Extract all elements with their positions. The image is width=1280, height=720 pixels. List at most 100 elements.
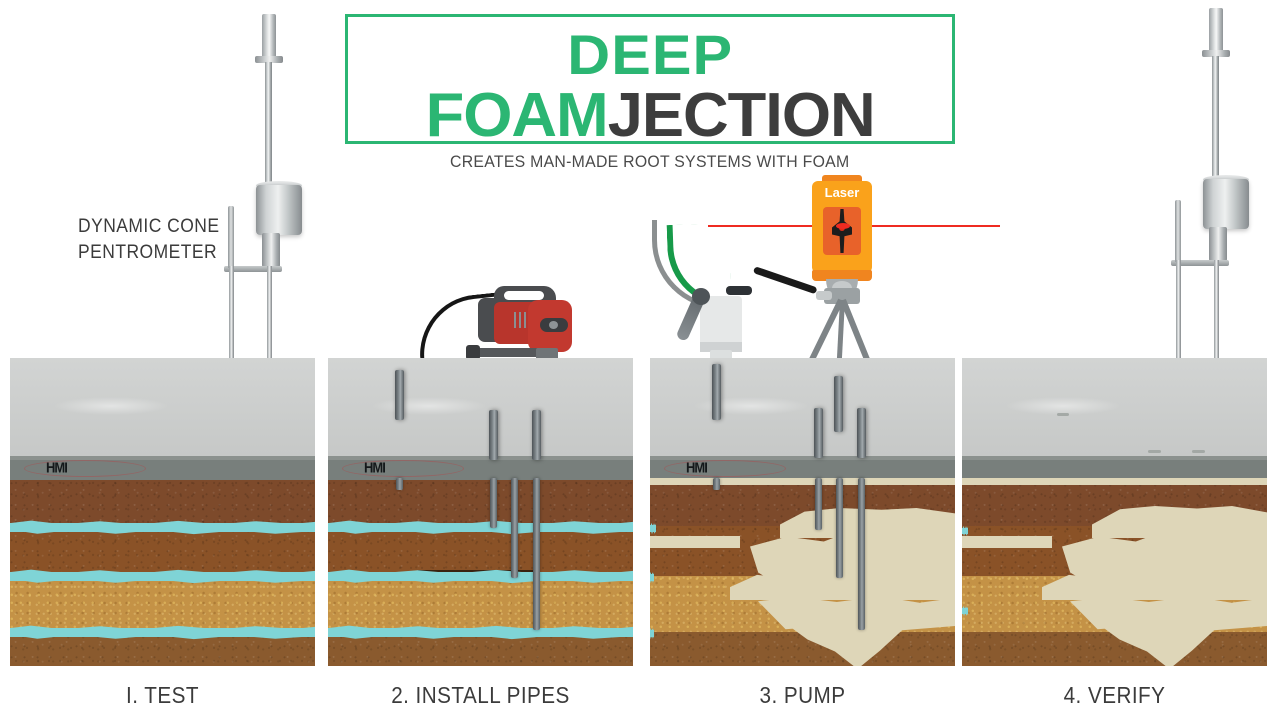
panel-install-pipes: HMI <box>328 358 633 666</box>
water-seam-remnant <box>650 525 656 532</box>
pipe-deep <box>858 478 865 630</box>
soil-layer-clay <box>328 526 633 576</box>
gun-trigger-knob <box>692 288 710 305</box>
pipe-above-slab <box>814 408 823 458</box>
hmi-logo-oval <box>664 460 786 477</box>
hmi-logo-text: HMI <box>686 458 708 477</box>
dcp-anvil <box>262 233 280 267</box>
pipe-shallow <box>815 478 822 530</box>
caption-step-3: 3. PUMP <box>759 682 846 708</box>
pipe-stub <box>396 478 403 490</box>
soil-layer-base <box>962 632 1267 666</box>
drill-handle-opening <box>504 291 544 300</box>
slab-top-edge <box>10 456 315 460</box>
dcp-stop-collar <box>1202 50 1230 57</box>
injection-pipe-above <box>712 364 721 420</box>
caption-step-1: I. TEST <box>126 682 199 708</box>
drill-vent-slots <box>514 312 530 328</box>
soil-texture <box>10 576 315 632</box>
dcp-label-line-2: PENTROMETER <box>78 242 218 263</box>
dcp-guide-rod <box>229 266 234 412</box>
drill-side-handle <box>466 345 548 360</box>
panel-sky <box>650 358 955 456</box>
foam-right-lobe <box>860 563 955 592</box>
water-seam <box>328 572 633 581</box>
logo-tagline: CREATES MAN-MADE ROOT SYSTEMS WITH FOAM <box>450 152 850 171</box>
patched-hole <box>1192 450 1205 453</box>
foam-right-lobe <box>1172 563 1267 592</box>
water-seam <box>10 523 315 532</box>
dcp-anvil <box>1209 227 1227 261</box>
soil-texture <box>10 480 315 526</box>
pipe-deep <box>533 478 540 630</box>
hmi-logo-oval <box>342 460 464 477</box>
hmi-logo-text: HMI <box>364 458 386 477</box>
soil-texture <box>962 632 1267 666</box>
pipe-above-slab <box>532 410 541 460</box>
hmi-logo-oval <box>24 460 146 477</box>
pipe-stub <box>713 478 720 490</box>
water-seam-remnant <box>962 608 968 614</box>
water-seam-remnant <box>962 528 968 534</box>
hmi-logo: HMI <box>342 458 464 477</box>
dcp-drop-hammer <box>1203 179 1249 229</box>
dcp-label-line-1: DYNAMIC CONE <box>78 216 220 237</box>
patched-hole <box>1148 450 1161 453</box>
hmi-logo: HMI <box>24 458 146 477</box>
pipe-medium <box>836 478 843 578</box>
slab-top-edge <box>650 456 955 460</box>
gun-fitting-cap <box>726 286 752 295</box>
dcp-side-post <box>1175 200 1181 262</box>
dcp-drop-hammer <box>256 185 302 235</box>
slab-top-edge <box>328 456 633 460</box>
panel-verify <box>962 358 1267 666</box>
dcp-upper-rod <box>265 62 272 186</box>
pipe-medium <box>511 478 518 578</box>
dcp-upper-rod <box>1212 56 1219 180</box>
logo-line-foamjection: FOAMJECTION <box>425 85 875 147</box>
water-seam <box>10 628 315 637</box>
water-seam-remnant <box>650 630 654 637</box>
logo-word-foam: FOAM <box>425 81 608 150</box>
pipe-above-slab <box>857 408 866 458</box>
water-seam <box>328 628 633 637</box>
dcp-drive-rod <box>267 266 272 412</box>
tripod-head <box>824 288 860 304</box>
tripod-adjust-knob <box>816 291 832 300</box>
dcp-handle-grip <box>262 14 276 58</box>
dcp-drive-rod <box>1214 260 1219 406</box>
dcp-cross-handle <box>224 266 282 272</box>
laser-level-unit: Laser <box>812 175 872 301</box>
pipe-above-slab <box>395 370 404 420</box>
dcp-cross-handle <box>1171 260 1229 266</box>
drill-mode-selector <box>540 318 568 332</box>
gun-body <box>700 296 742 348</box>
laser-top-cap <box>822 175 862 183</box>
soil-texture <box>328 480 633 526</box>
soil-texture <box>10 526 315 576</box>
soil-layer-topsoil <box>10 480 315 526</box>
soil-texture <box>328 576 633 632</box>
water-seam <box>10 572 315 581</box>
pipe-shallow <box>490 478 497 528</box>
dcp-guide-rod <box>1176 260 1181 406</box>
hmi-logo-text: HMI <box>46 458 68 477</box>
logo-line-deep: DEEP <box>567 23 733 86</box>
slab-top-edge <box>962 456 1267 460</box>
panel-sky <box>10 358 315 456</box>
caption-step-4: 4. VERIFY <box>1063 682 1166 708</box>
logo-word-jection: JECTION <box>607 81 876 150</box>
panel-sky <box>328 358 633 456</box>
soil-layer-clay <box>10 526 315 576</box>
tripod-pointer-rod <box>752 266 818 295</box>
dcp-handle-grip <box>1209 8 1223 52</box>
deep-foamjection-logo: DEEP FOAMJECTION CREATES MAN-MADE ROOT S… <box>345 14 955 171</box>
dcp-stop-collar <box>255 56 283 63</box>
soil-texture <box>328 526 633 576</box>
dcp-side-post <box>228 206 234 268</box>
gun-body-lower <box>700 342 742 352</box>
panel-test: HMI <box>10 358 315 666</box>
soil-texture <box>650 632 955 666</box>
water-seam-remnant <box>650 574 654 581</box>
